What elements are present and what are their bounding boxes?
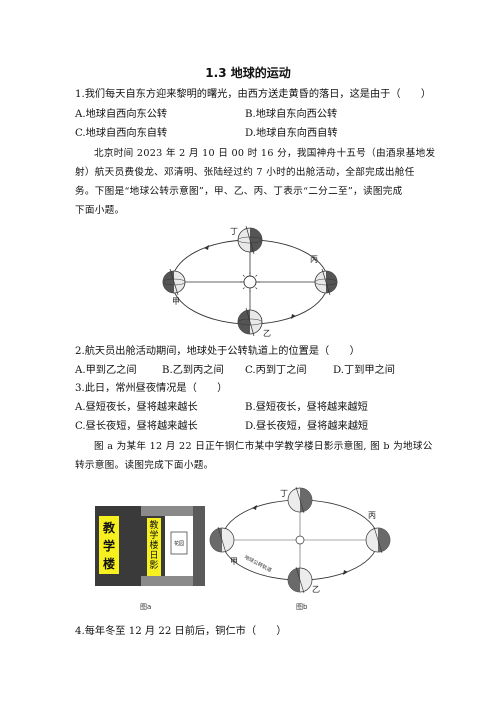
q3-stem: 3.此日，常州昼夜情况是（ ）: [75, 383, 228, 394]
passage1-line1: 北京时间 2023 年 2 月 10 日 00 时 16 分，我国神舟十五号（由…: [94, 148, 436, 159]
svg-text:图b: 图b: [296, 603, 308, 611]
revolution-diagram: 丁 丙 甲 乙: [162, 225, 338, 338]
sun-icon: [295, 535, 305, 545]
orbit-arrow-icon: [291, 314, 296, 319]
earth-jia-icon: [209, 526, 235, 554]
label-yi: 乙: [312, 585, 320, 594]
passage2-line2: 转示意图。读图完成下面小题。: [75, 460, 214, 471]
passage2-line1: 图 a 为某年 12 月 22 日正午铜仁市某中学教学楼日影示意图, 图 b 为…: [94, 441, 433, 452]
label-ding: 丁: [280, 489, 288, 498]
svg-text:图a: 图a: [140, 603, 151, 611]
orbit-arrow-icon: [343, 570, 348, 575]
label-jia: 甲: [230, 557, 238, 566]
building-char-2: 学: [103, 538, 115, 553]
earth-ding-icon: [287, 486, 313, 514]
q1-option-b: B.地球自东向西公转: [245, 109, 338, 120]
building-char-1: 教: [102, 520, 116, 535]
q1-stem: 1.我们每天自东方迎来黎明的曙光，由西方送走黄昏的落日，这是由于（ ）: [75, 89, 432, 100]
q2-option-b: B.乙到丙之间: [162, 365, 224, 376]
q3-option-a: A.昼短夜长，昼将越来越长: [75, 402, 198, 413]
earth-jia-icon: [162, 268, 186, 296]
q1-option-d: D.地球自东向西自转: [245, 128, 338, 139]
earth-yi-icon: [287, 566, 313, 594]
label-yi: 乙: [263, 329, 271, 338]
orbit-label: 地球公转轨道: [243, 554, 273, 574]
passage1-line2: 射）航天员费俊龙、邓清明、张陆经过约 7 小时的出舱活动，全部完成出舱任: [75, 167, 415, 178]
shadow-char-3: 楼: [149, 539, 158, 551]
shadow-char-4: 日: [149, 550, 158, 561]
figure-b-caption: 图b: [296, 603, 308, 611]
q4-stem: 4.每年冬至 12 月 22 日前后，铜仁市（ ）: [75, 626, 287, 637]
shadow-char-2: 学: [149, 529, 158, 541]
figure-a-caption: 图a: [140, 603, 151, 611]
q3-option-d: D.昼长夜短，昼将越来越短: [245, 421, 369, 432]
passage1-line4: 下面小题。: [75, 205, 125, 216]
earth-bing-icon: [314, 268, 338, 296]
shadow-char-1: 教: [149, 519, 158, 531]
garden-label: 花园: [174, 540, 184, 547]
q3-option-c: C.昼长夜短，昼将越来越长: [75, 421, 198, 432]
figure-a-shadow: 教 学 楼 教 学 楼 日 影 花园: [95, 506, 205, 586]
label-bing: 丙: [368, 511, 376, 520]
building-char-3: 楼: [103, 556, 115, 571]
q2-option-c: C.丙到丁之间: [245, 365, 307, 376]
q2-stem: 2.航天员出舱活动期间，地球处于公转轨道上的位置是（ ）: [75, 346, 360, 357]
q2-option-d: D.丁到甲之间: [333, 365, 395, 376]
page-title: 1.3 地球的运动: [205, 66, 291, 80]
q3-option-b: B.昼短夜长，昼将越来越短: [245, 402, 368, 413]
orbit-arrow-icon: [252, 505, 257, 510]
q1-option-a: A.地球自西向东公转: [75, 109, 168, 120]
shadow-char-5: 影: [149, 560, 158, 571]
label-jia: 甲: [172, 297, 180, 306]
q2-option-a: A.甲到乙之间: [75, 365, 137, 376]
sun-icon: [240, 272, 260, 292]
orbit-arrow-icon: [204, 245, 209, 250]
earth-yi-icon: [237, 307, 263, 337]
earth-ding-icon: [237, 225, 263, 255]
earth-bing-icon: [365, 526, 391, 554]
q1-option-c: C.地球自西向东自转: [75, 128, 168, 139]
label-bing: 丙: [310, 255, 318, 264]
figure-b-revolution: 丁 丙 甲 乙 地球公转轨道: [209, 486, 391, 594]
passage1-line3: 务。下图是“地球公转示意图”，甲、乙、丙、丁表示“二分二至”，读图完成: [75, 186, 403, 197]
label-ding: 丁: [230, 227, 238, 236]
